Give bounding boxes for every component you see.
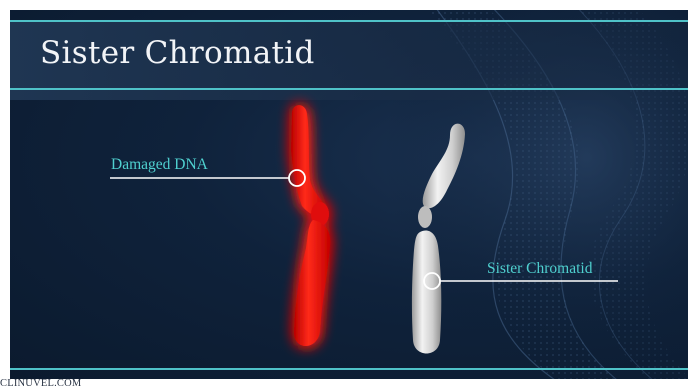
slide: Sister Chromatid: [10, 10, 688, 379]
footer-credit: CLINUVEL.COM: [0, 378, 81, 389]
sister-chromatid: [412, 124, 465, 354]
bottom-rule: [10, 368, 688, 370]
damaged-chromatid: [291, 105, 330, 346]
label-sister-chromatid: Sister Chromatid: [487, 260, 592, 278]
chromatid-diagram: [10, 10, 688, 379]
label-damaged-dna: Damaged DNA: [111, 156, 208, 174]
